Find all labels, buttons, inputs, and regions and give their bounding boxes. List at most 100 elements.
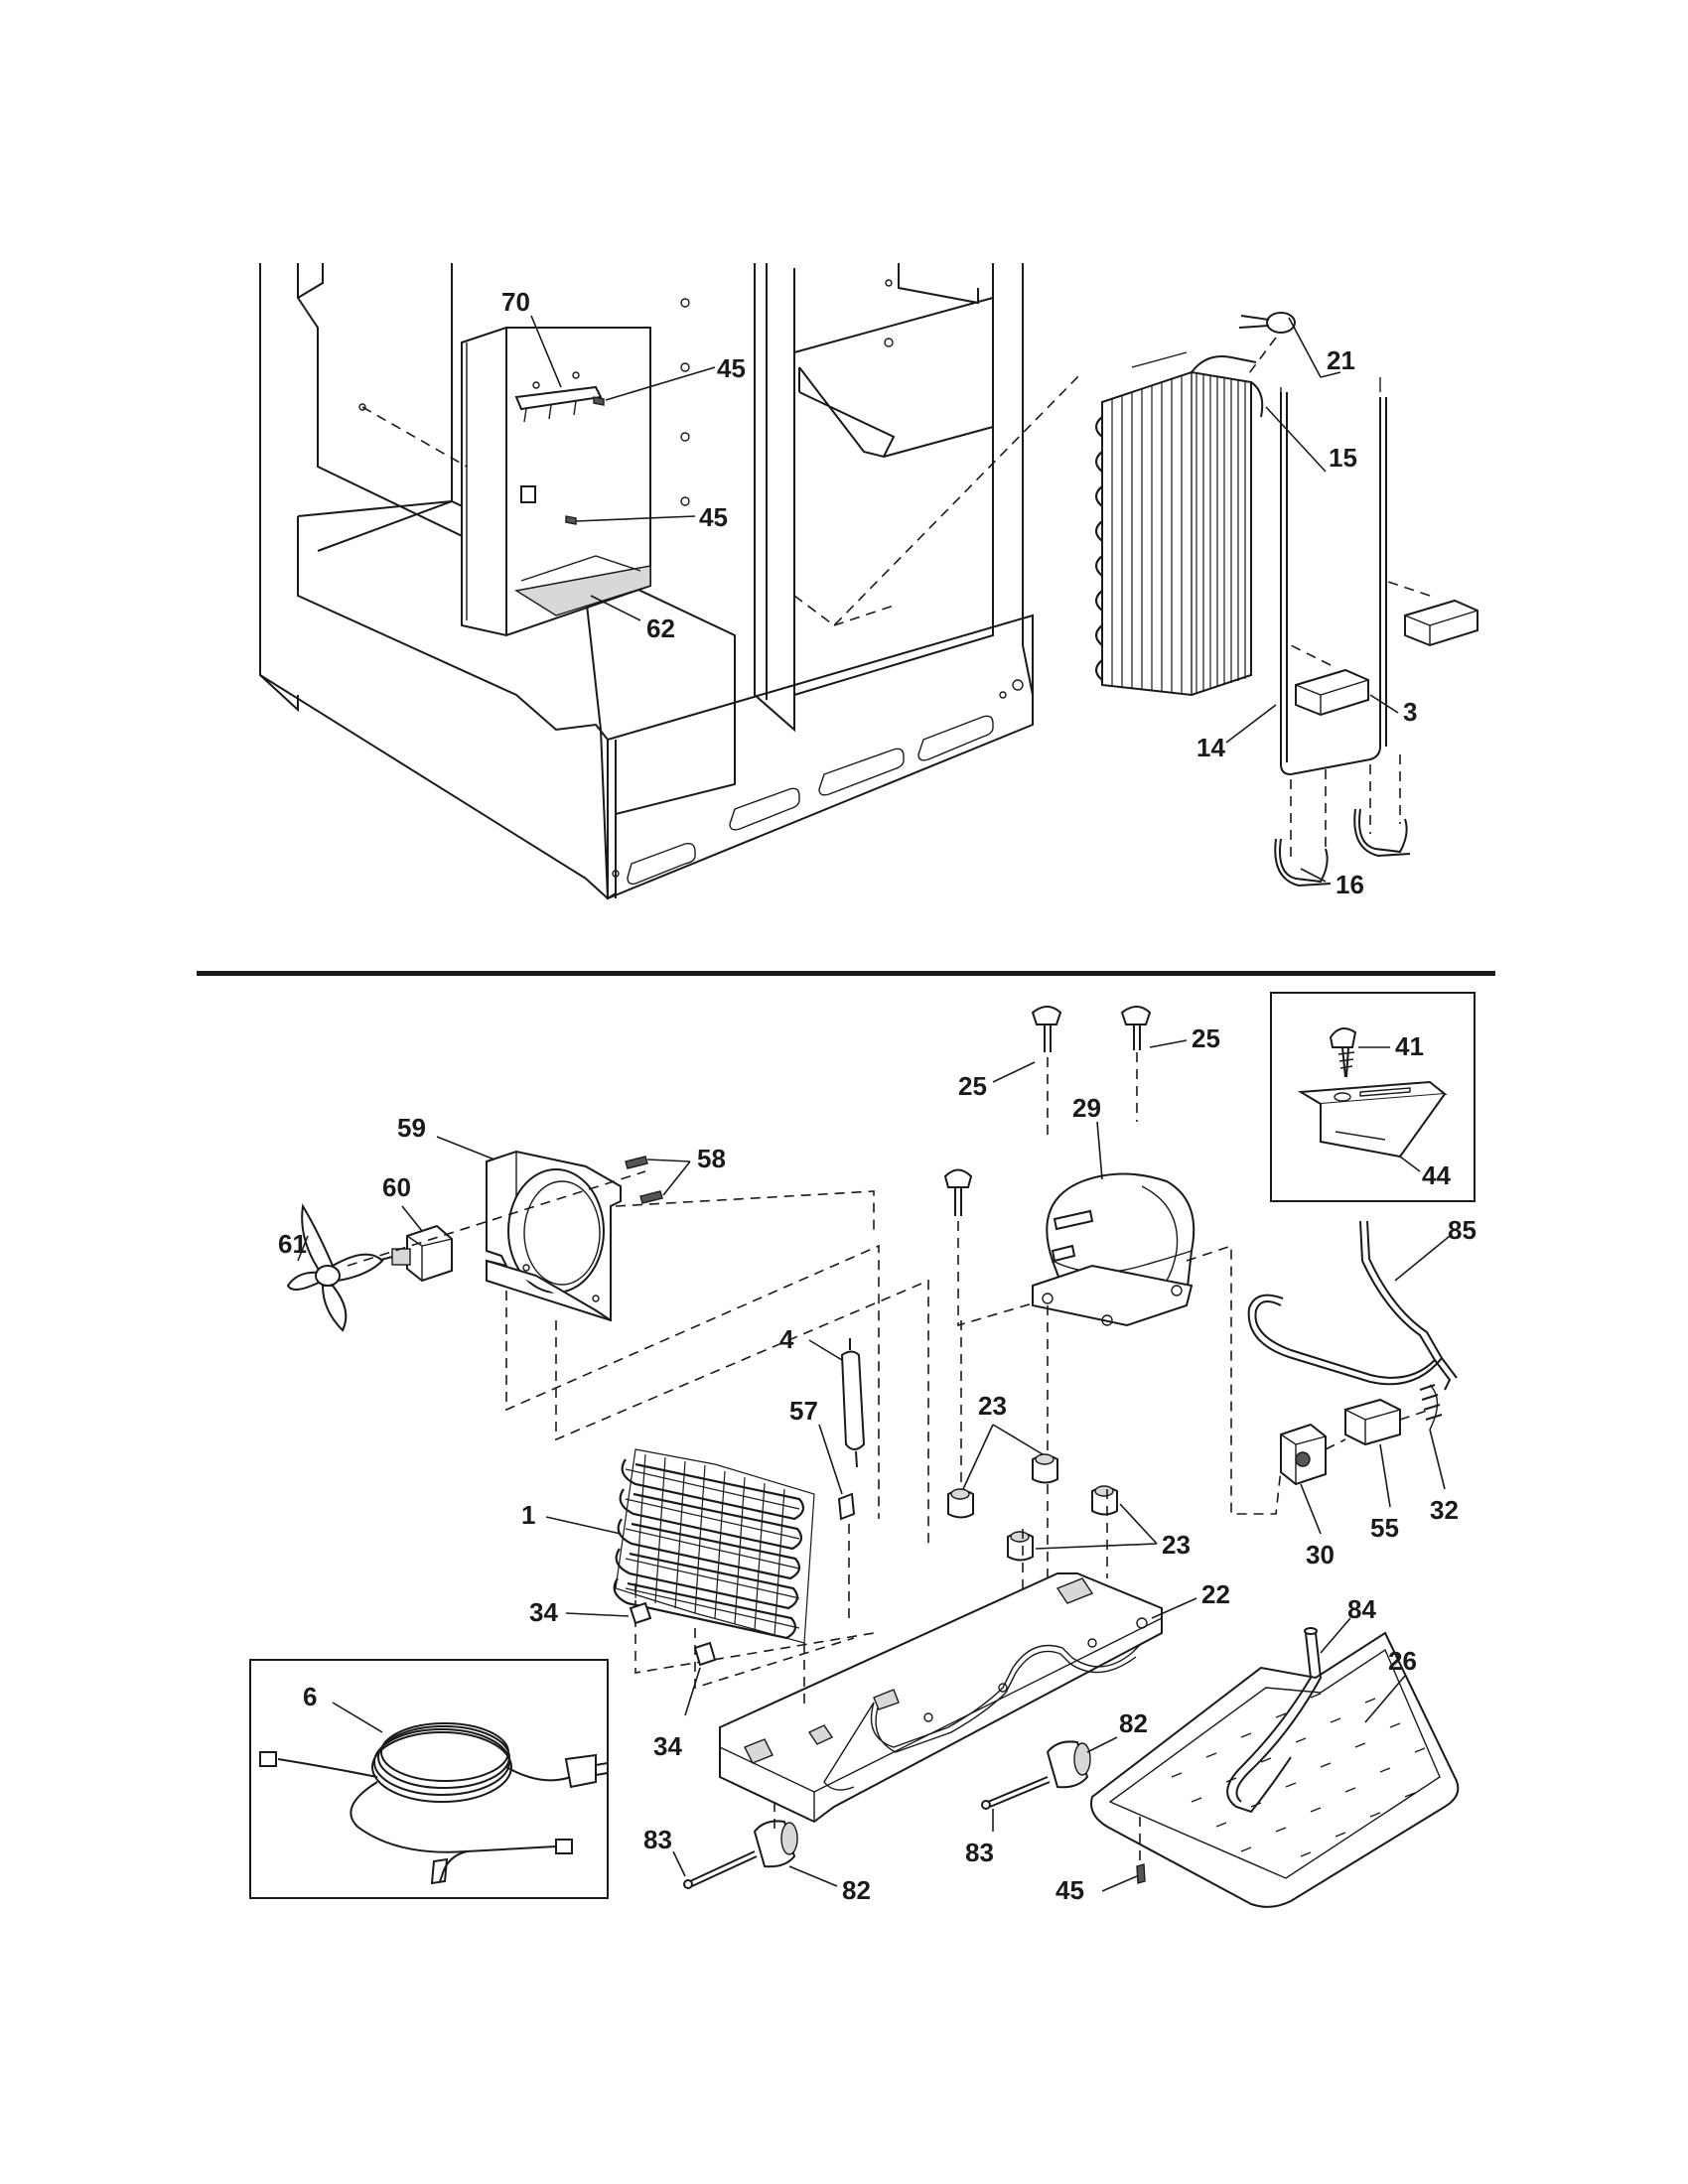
wire-part-32 xyxy=(1419,1384,1443,1431)
leader-34a xyxy=(565,1612,630,1617)
leader-21 xyxy=(1288,317,1322,378)
callout-55: 55 xyxy=(1370,1513,1399,1543)
leader-25b xyxy=(1149,1039,1188,1048)
callout-21: 21 xyxy=(1327,345,1355,375)
bracket-part-70 xyxy=(514,371,603,423)
callout-82: 82 xyxy=(1119,1708,1148,1738)
leader-82a xyxy=(788,1865,838,1887)
callout-83: 83 xyxy=(965,1838,994,1867)
insulation-block-part-3 xyxy=(1290,580,1478,717)
callout-83: 83 xyxy=(643,1825,672,1854)
callout-26: 26 xyxy=(1388,1646,1417,1676)
assembly-line-evaporator-2 xyxy=(833,605,895,626)
screw-part-83 xyxy=(683,1776,1051,1889)
callout-25: 25 xyxy=(958,1071,987,1101)
evaporator-coil-part-15 xyxy=(1094,351,1264,697)
callout-82: 82 xyxy=(842,1875,871,1905)
callout-23: 23 xyxy=(978,1391,1007,1421)
callout-15: 15 xyxy=(1329,443,1357,473)
screw-part-45-upper xyxy=(565,396,605,525)
cabinet-liner-drawing xyxy=(259,263,1034,900)
leader-29 xyxy=(1096,1121,1103,1180)
callout-1: 1 xyxy=(521,1500,535,1530)
callout-23: 23 xyxy=(1162,1530,1191,1560)
leader-60 xyxy=(401,1205,423,1232)
leader-45c xyxy=(1101,1875,1138,1892)
leader-70 xyxy=(530,315,562,388)
leader-26 xyxy=(1364,1675,1406,1723)
leader-44 xyxy=(1399,1156,1421,1172)
inset-box-screw-bracket xyxy=(1270,992,1476,1202)
assembly-line-compressor-right xyxy=(1186,1244,1282,1515)
callout-16: 16 xyxy=(1336,870,1364,899)
callout-62: 62 xyxy=(646,614,675,643)
drain-pan-part-26 xyxy=(1090,1631,1460,1908)
drier-part-4 xyxy=(840,1338,866,1468)
inset-box-power-cord xyxy=(249,1659,609,1899)
fan-shroud-part-59 xyxy=(486,1150,622,1322)
screw-part-25 xyxy=(943,1006,1152,1327)
callout-84: 84 xyxy=(1347,1594,1376,1624)
fan-blade-part-61 xyxy=(286,1203,384,1332)
callout-32: 32 xyxy=(1430,1495,1459,1525)
defrost-thermostat-part-21 xyxy=(1238,312,1296,378)
leader-22 xyxy=(1151,1597,1197,1619)
callout-57: 57 xyxy=(789,1396,818,1426)
leader-15 xyxy=(1265,406,1327,473)
callout-85: 85 xyxy=(1448,1215,1477,1245)
screw-part-45-lower xyxy=(1136,1817,1146,1884)
clip-part-34 xyxy=(629,1601,717,1667)
leader-6 xyxy=(332,1702,383,1733)
leader-55 xyxy=(1379,1443,1391,1508)
callout-58: 58 xyxy=(697,1144,726,1173)
drain-tube-part-84 xyxy=(1226,1627,1323,1814)
callout-29: 29 xyxy=(1072,1093,1101,1123)
foot-part-82 xyxy=(753,1740,1091,1868)
callout-41: 41 xyxy=(1395,1031,1424,1061)
callout-34: 34 xyxy=(653,1731,682,1761)
callout-45: 45 xyxy=(699,502,728,532)
callout-45: 45 xyxy=(1055,1875,1084,1905)
leader-32 xyxy=(1429,1429,1446,1490)
overload-part-30 xyxy=(1280,1423,1346,1486)
callout-22: 22 xyxy=(1201,1579,1230,1609)
leader-4 xyxy=(808,1339,843,1361)
leader-23a xyxy=(962,1424,1044,1490)
leader-85 xyxy=(1394,1235,1451,1282)
leader-16 xyxy=(1300,868,1327,883)
callout-61: 61 xyxy=(278,1229,307,1259)
relay-part-55 xyxy=(1344,1398,1431,1446)
leader-23b xyxy=(1035,1503,1158,1550)
callout-45: 45 xyxy=(717,353,746,383)
defrost-heater-part-14 xyxy=(1280,377,1387,776)
leader-82b xyxy=(1086,1736,1118,1753)
tube-part-85 xyxy=(1247,1220,1458,1391)
clip-part-57 xyxy=(837,1492,856,1618)
callout-30: 30 xyxy=(1306,1540,1335,1570)
callout-70: 70 xyxy=(501,287,530,317)
assembly-line-cover xyxy=(361,406,468,468)
leader-14 xyxy=(1225,704,1277,744)
leader-1 xyxy=(545,1516,622,1535)
leader-83a xyxy=(672,1850,686,1877)
leader-61 xyxy=(297,1235,309,1262)
leader-84 xyxy=(1320,1617,1351,1654)
leader-25a xyxy=(992,1061,1036,1083)
callout-6: 6 xyxy=(303,1682,317,1711)
leader-21b xyxy=(1320,371,1341,378)
fan-motor-part-60 xyxy=(347,1224,453,1283)
callout-44: 44 xyxy=(1422,1160,1451,1190)
leader-59 xyxy=(436,1136,495,1160)
leader-62 xyxy=(590,595,641,621)
assembly-line-shroud xyxy=(505,1244,880,1519)
callout-3: 3 xyxy=(1403,697,1417,727)
base-plate-part-22 xyxy=(634,1572,1163,1824)
assembly-line-shroud-3 xyxy=(615,1190,875,1231)
section-divider xyxy=(197,971,1495,976)
leader-45a xyxy=(605,366,716,401)
assembly-line-motor xyxy=(347,1170,646,1267)
leader-45b xyxy=(575,515,696,522)
compressor-part-29 xyxy=(1032,1172,1196,1327)
heater-clip-part-16 xyxy=(1274,754,1411,887)
